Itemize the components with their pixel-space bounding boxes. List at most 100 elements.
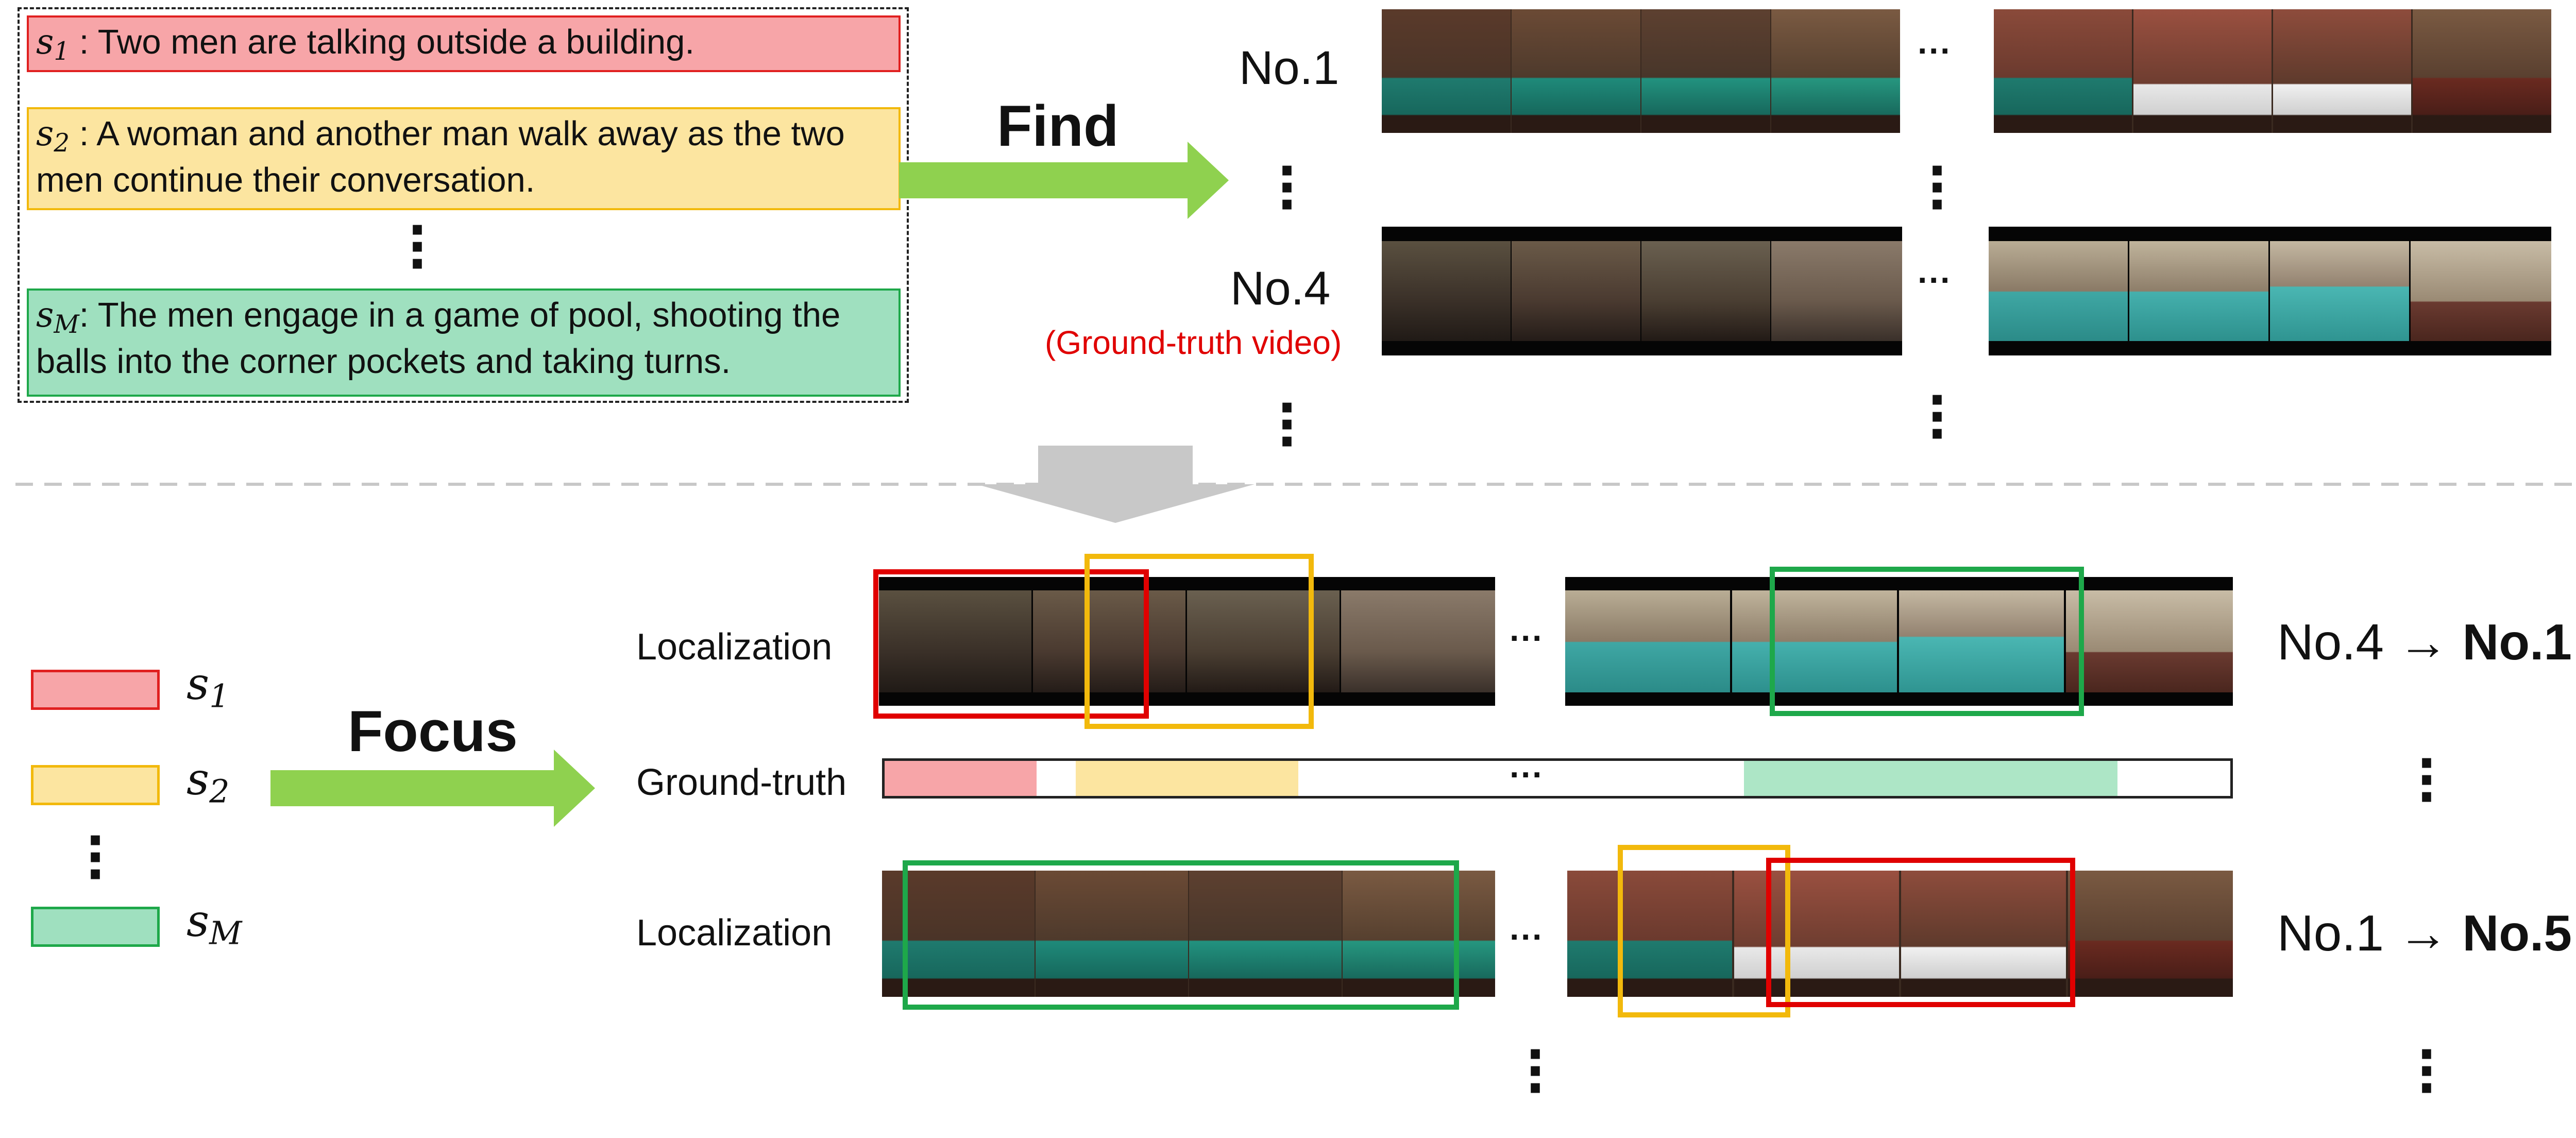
loc1-box-s2 — [1084, 554, 1314, 729]
focus-label: Focus — [348, 699, 518, 763]
rank-no1-label: No.1 — [1239, 42, 1340, 94]
rerank-1-from: No.4 → — [2277, 614, 2463, 670]
section-divider — [15, 483, 2576, 486]
loc1-strip-a — [879, 577, 1495, 706]
video-vertical-dots-2: ··· — [1927, 370, 1947, 464]
frame — [1033, 590, 1185, 692]
frame — [1994, 9, 2132, 133]
frame — [2273, 9, 2411, 133]
loc2-vertical-dots: ··· — [1526, 1024, 1545, 1118]
sentence-sM: sM: The men engage in a game of pool, sh… — [27, 288, 901, 397]
rerank-2-to: No.5 — [2462, 905, 2572, 961]
row-label-ground-truth: Ground-truth — [636, 762, 847, 803]
frame — [1187, 590, 1340, 692]
video-vertical-dots-1: ··· — [1927, 141, 1947, 235]
loc2-box-s2 — [1618, 845, 1790, 1017]
legend-label-s2: s2 — [187, 754, 230, 810]
frame — [1771, 9, 1900, 133]
rank-vertical-dots-1: ··· — [1277, 141, 1297, 235]
loc1-strip-b — [1565, 577, 2233, 706]
sentence-s1: s1 : Two men are talking outside a build… — [27, 15, 901, 72]
frame — [1512, 9, 1640, 133]
frame — [2270, 241, 2409, 341]
loc1-box-s1 — [873, 569, 1149, 719]
legend-sM-subscript: M — [209, 914, 242, 952]
loc2-ellipsis: ··· — [1510, 918, 1544, 956]
loc1-ellipsis: ··· — [1510, 619, 1544, 657]
gt-segment-sM — [1744, 761, 2117, 796]
ground-truth-video-note: (Ground-truth video) — [1045, 324, 1342, 361]
legend-s2-symbol: s — [187, 754, 210, 805]
legend-sM-symbol: s — [187, 895, 210, 947]
sentence-s1-subscript: 1 — [54, 37, 70, 66]
rank-vertical-dots-2: ··· — [1277, 378, 1297, 472]
loc1-box-sM — [1770, 567, 2084, 716]
frame — [1189, 871, 1342, 997]
frame — [1512, 241, 1640, 341]
query-panel — [18, 7, 909, 403]
sentence-s2-symbol: s — [36, 113, 54, 154]
sentence-s1-text: : Two men are talking outside a building… — [70, 23, 695, 61]
frame — [1382, 9, 1511, 133]
sentence-sM-text: : The men engage in a game of pool, shoo… — [36, 296, 841, 381]
sentence-s2-subscript: 2 — [54, 129, 70, 158]
rerank-result-1: No.4 → No.1 — [2277, 613, 2572, 671]
rank-no4-label: No.4 — [1230, 262, 1331, 315]
frame — [2413, 9, 2551, 133]
sentence-sM-symbol: s — [36, 295, 54, 335]
frame — [1732, 590, 1897, 692]
frame — [1341, 590, 1495, 692]
find-label: Find — [997, 94, 1119, 158]
legend-label-sM: sM — [187, 895, 242, 952]
rerank-vertical-dots-1: ··· — [2417, 733, 2436, 827]
video-no1-strip-a — [1382, 9, 1900, 133]
find-arrow — [899, 142, 1229, 219]
loc2-box-s1 — [1766, 858, 2075, 1007]
rerank-1-to: No.1 — [2462, 614, 2572, 670]
frame — [2411, 241, 2551, 341]
sentence-s2: s2 : A woman and another man walk away a… — [27, 107, 901, 210]
video-no4-strip-b — [1989, 227, 2551, 355]
row-label-localization-1: Localization — [636, 626, 833, 668]
legend-s2-subscript: 2 — [209, 773, 230, 810]
loc2-box-sM — [903, 860, 1459, 1010]
frame — [1565, 590, 1730, 692]
frame — [1771, 241, 1902, 341]
video-no1-ellipsis: ··· — [1918, 31, 1952, 70]
down-arrow — [976, 446, 1255, 523]
frame — [2066, 590, 2233, 692]
gt-segment-s2 — [1076, 761, 1298, 796]
frame — [2068, 871, 2233, 997]
rerank-result-2: No.1 → No.5 — [2277, 904, 2572, 962]
legend-vertical-dots: ··· — [86, 810, 105, 905]
gt-segment-s1 — [885, 761, 1037, 796]
legend-swatch-s1 — [31, 670, 160, 710]
frame — [1641, 9, 1770, 133]
rerank-vertical-dots-2: ··· — [2417, 1024, 2436, 1118]
row-label-localization-2: Localization — [636, 912, 833, 954]
legend-s1-symbol: s — [187, 658, 210, 710]
frame — [1567, 871, 1732, 997]
frame — [879, 590, 1031, 692]
legend-swatch-s2 — [31, 765, 160, 805]
loc2-strip-b — [1567, 871, 2233, 997]
video-no4-ellipsis: ··· — [1918, 261, 1952, 299]
loc2-strip-a — [882, 871, 1495, 997]
frame — [2129, 241, 2268, 341]
video-no4-strip-a — [1382, 227, 1902, 355]
frame — [2133, 9, 2272, 133]
frame — [1343, 871, 1495, 997]
legend-s1-subscript: 1 — [209, 677, 230, 715]
frame — [1036, 871, 1188, 997]
frame — [1641, 241, 1770, 341]
gt-ellipsis: ··· — [1510, 755, 1544, 793]
frame — [1382, 241, 1511, 341]
legend-swatch-sM — [31, 907, 160, 947]
frame — [1989, 241, 2128, 341]
video-no1-strip-b — [1994, 9, 2551, 133]
sentence-vertical-dots: ··· — [408, 200, 427, 294]
focus-arrow — [270, 750, 595, 827]
frame — [1734, 871, 1899, 997]
frame — [1901, 871, 2066, 997]
legend-label-s1: s1 — [187, 658, 230, 715]
